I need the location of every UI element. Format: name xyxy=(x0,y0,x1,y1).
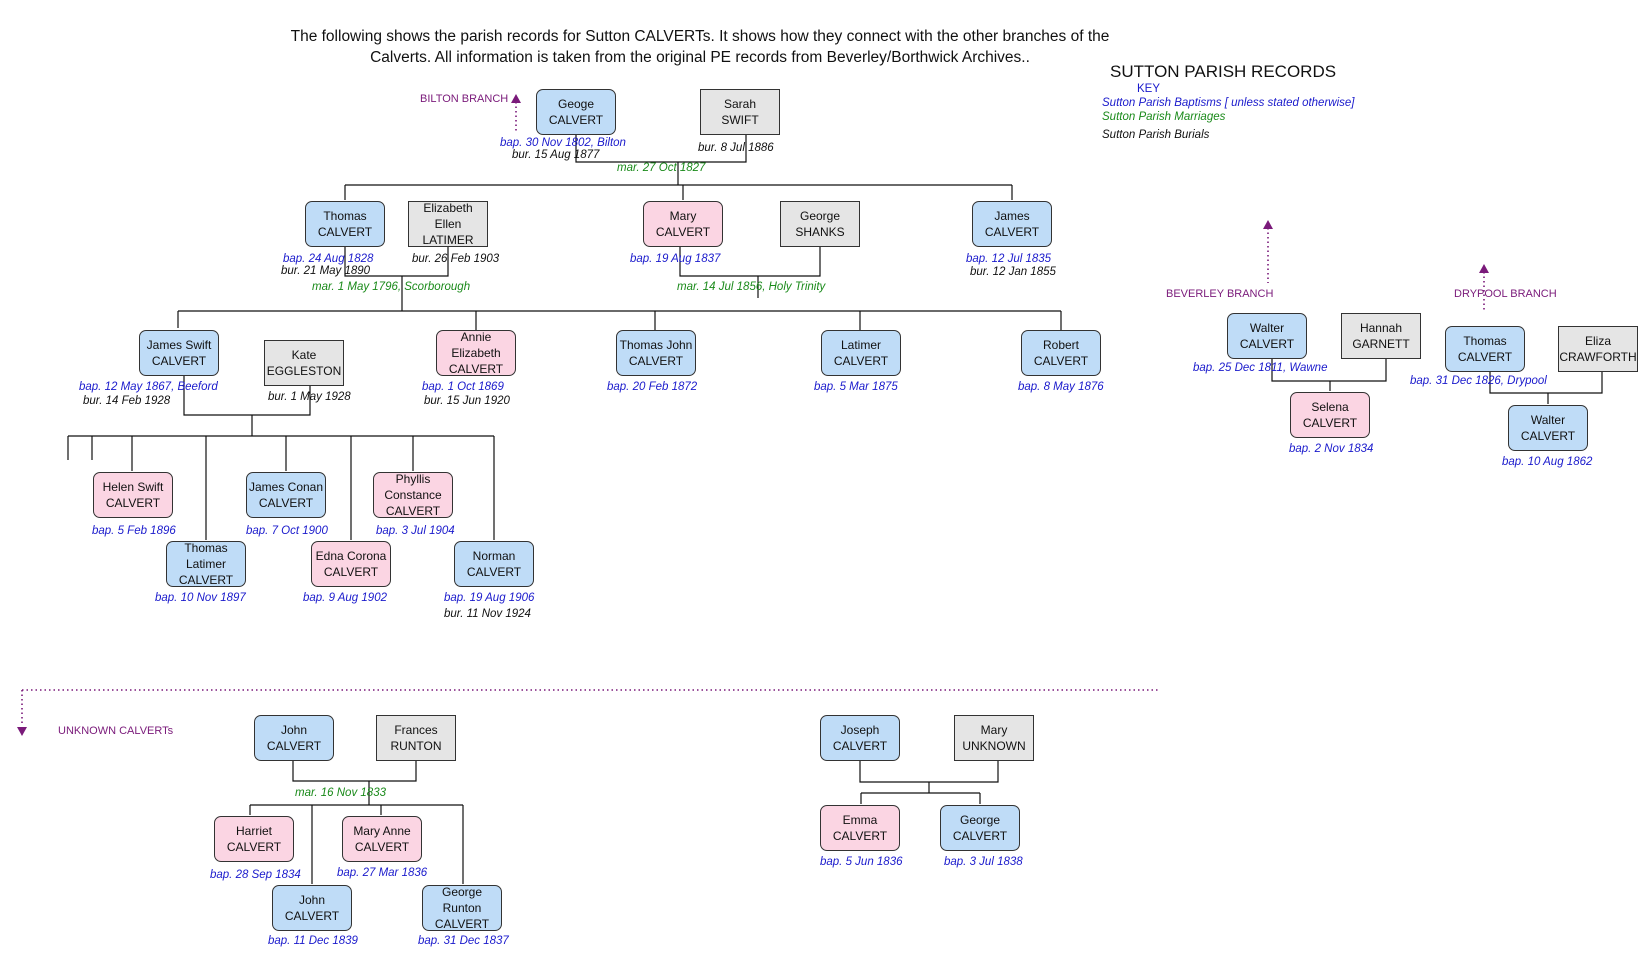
branch-drypool: DRYPOOL BRANCH xyxy=(1454,288,1557,300)
bap-thomas-drypool: bap. 31 Dec 1826, Drypool xyxy=(1410,375,1547,387)
bur-sarah: bur. 8 Jul 1886 xyxy=(698,142,774,154)
key-marriages: Sutton Parish Marriages xyxy=(1102,111,1226,123)
bap-phyllis: bap. 3 Jul 1904 xyxy=(376,525,455,537)
bur-james: bur. 12 Jan 1855 xyxy=(970,266,1056,278)
bap-mary: bap. 19 Aug 1837 xyxy=(630,253,721,265)
bap-robert: bap. 8 May 1876 xyxy=(1018,381,1104,393)
bap-annie: bap. 1 Oct 1869 xyxy=(422,381,504,393)
bap-walter: bap. 25 Dec 1811, Wawne xyxy=(1193,362,1328,374)
bap-mary-anne: bap. 27 Mar 1836 xyxy=(337,867,428,879)
mar-geoge-sarah: mar. 27 Oct 1827 xyxy=(617,162,706,174)
bur-annie: bur. 15 Jun 1920 xyxy=(424,395,510,407)
bap-selena: bap. 2 Nov 1834 xyxy=(1289,443,1374,455)
bap-helen: bap. 5 Feb 1896 xyxy=(92,525,176,537)
branch-unknown: UNKNOWN CALVERTs xyxy=(58,725,174,737)
bur-geoge: bur. 15 Aug 1877 xyxy=(512,149,600,161)
mar-mary-george: mar. 14 Jul 1856, Holy Trinity xyxy=(677,281,826,293)
bur-norman: bur. 11 Nov 1924 xyxy=(444,608,531,620)
records-title: SUTTON PARISH RECORDS xyxy=(1110,62,1337,81)
bap-thomas-latimer: bap. 10 Nov 1897 xyxy=(155,592,246,604)
intro-text: The following shows the parish records f… xyxy=(240,26,1160,68)
bur-james-swift: bur. 14 Feb 1928 xyxy=(83,395,171,407)
intro-line-1: The following shows the parish records f… xyxy=(290,28,1110,45)
branch-beverley: BEVERLEY BRANCH xyxy=(1166,288,1274,300)
bap-john-jr: bap. 11 Dec 1839 xyxy=(268,935,358,947)
intro-line-2: Calverts. All information is taken from … xyxy=(370,49,1030,66)
bap-james-swift: bap. 12 May 1867, Beeford xyxy=(79,381,218,393)
bap-james-conan: bap. 7 Oct 1900 xyxy=(246,525,328,537)
bur-kate: bur. 1 May 1928 xyxy=(268,391,351,403)
bap-harriet: bap. 28 Sep 1834 xyxy=(210,869,301,881)
bap-latimer: bap. 5 Mar 1875 xyxy=(814,381,898,393)
bap-walter-drypool: bap. 10 Aug 1862 xyxy=(1502,456,1593,468)
bap-james: bap. 12 Jul 1835 xyxy=(966,253,1052,265)
branch-bilton: BILTON BRANCH xyxy=(420,93,509,105)
bur-thomas: bur. 21 May 1890 xyxy=(281,265,371,277)
bap-emma: bap. 5 Jun 1836 xyxy=(820,856,903,868)
key-burials: Sutton Parish Burials xyxy=(1102,129,1210,141)
bap-george-runton: bap. 31 Dec 1837 xyxy=(418,935,509,947)
bap-geoge: bap. 30 Nov 1802, Bilton xyxy=(500,137,626,149)
mar-john-frances: mar. 16 Nov 1833 xyxy=(295,787,386,799)
bap-thomas-john: bap. 20 Feb 1872 xyxy=(607,381,698,393)
bap-thomas: bap. 24 Aug 1828 xyxy=(283,253,374,265)
mar-thomas-elizabeth: mar. 1 May 1796, Scorborough xyxy=(312,281,471,293)
bur-elizabeth: bur. 26 Feb 1903 xyxy=(412,253,500,265)
bap-edna: bap. 9 Aug 1902 xyxy=(303,592,387,604)
key-baptisms: Sutton Parish Baptisms [ unless stated o… xyxy=(1102,97,1355,109)
bap-norman: bap. 19 Aug 1906 xyxy=(444,592,535,604)
key-title: KEY xyxy=(1137,83,1161,95)
bap-george-joseph: bap. 3 Jul 1838 xyxy=(944,856,1023,868)
